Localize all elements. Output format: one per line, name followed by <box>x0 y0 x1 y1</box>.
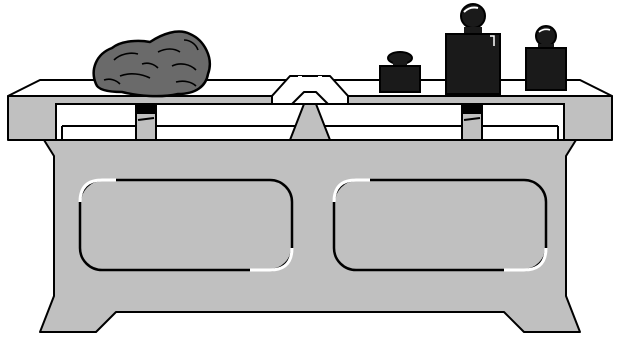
scale-base <box>40 140 580 332</box>
left-window <box>80 180 292 270</box>
rock <box>94 32 210 97</box>
right-window <box>334 180 546 270</box>
weights <box>380 4 566 94</box>
weight-small <box>380 52 420 92</box>
weight-medium <box>526 26 566 90</box>
weight-large <box>446 4 500 94</box>
